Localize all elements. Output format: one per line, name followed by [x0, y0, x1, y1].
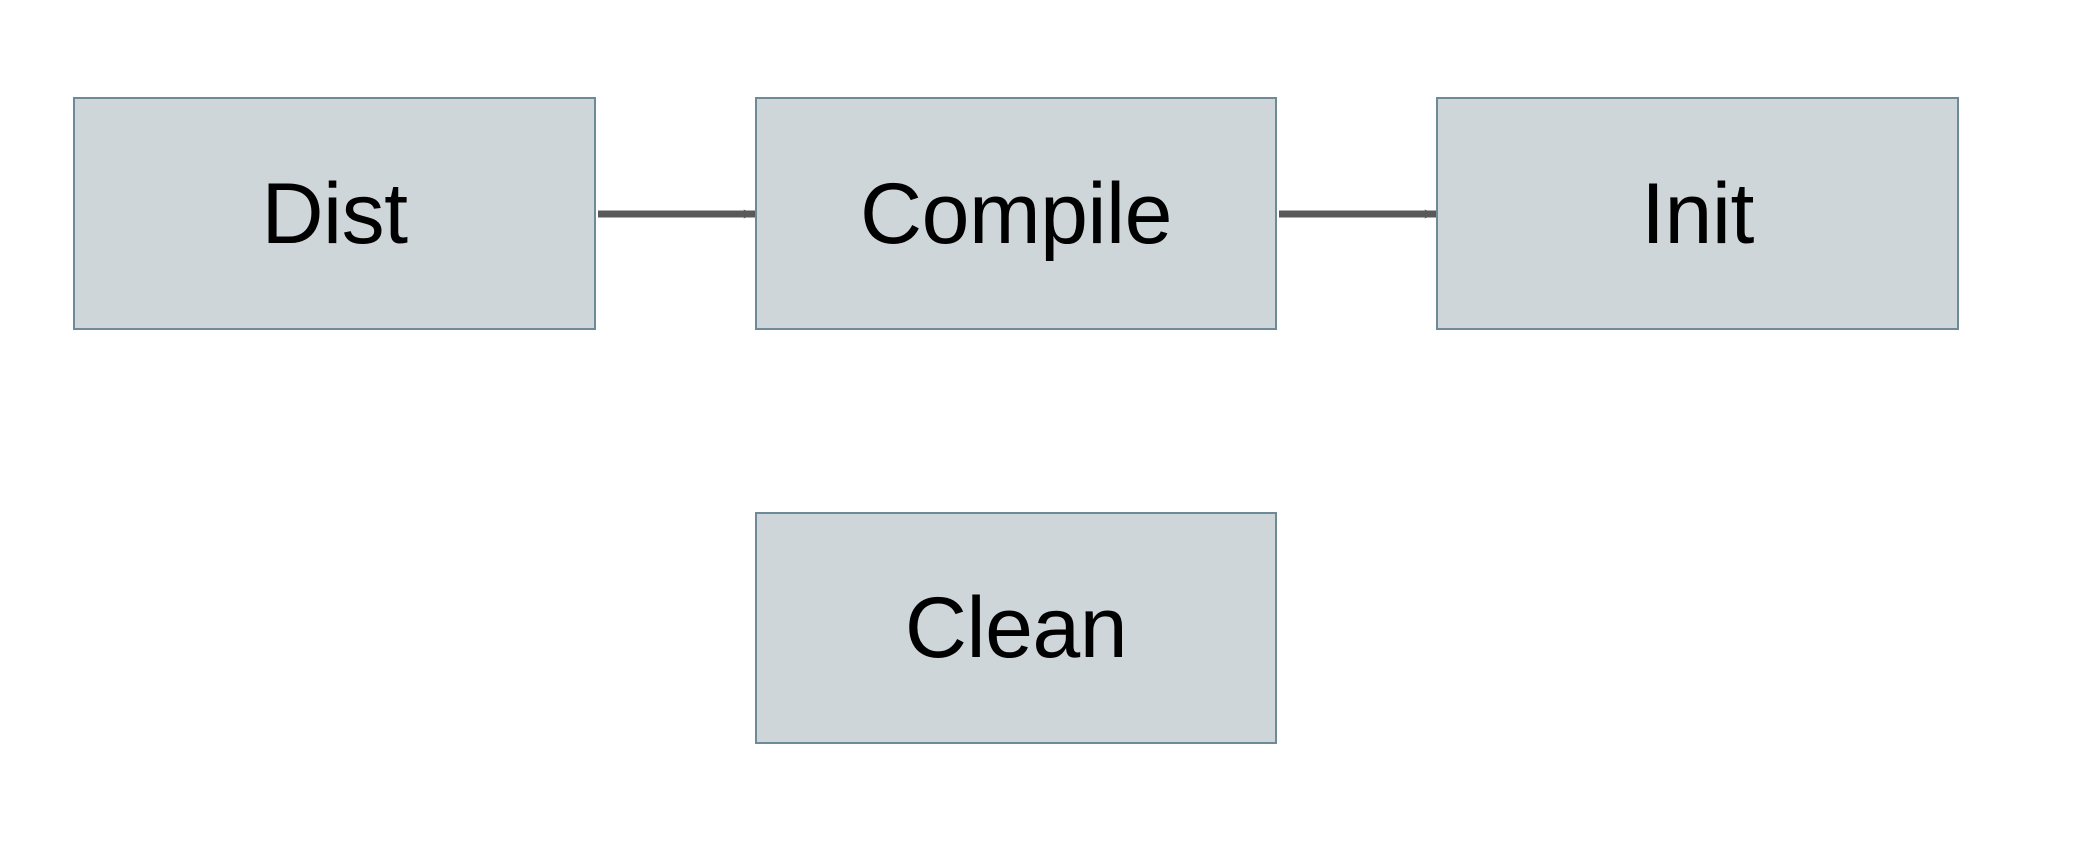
node-compile[interactable]: Compile	[755, 97, 1277, 330]
node-init-label: Init	[1641, 165, 1754, 262]
node-clean-label: Clean	[904, 580, 1128, 676]
node-dist[interactable]: Dist	[73, 97, 596, 330]
node-dist-label: Dist	[261, 165, 408, 262]
node-init[interactable]: Init	[1436, 97, 1959, 330]
node-clean[interactable]: Clean	[755, 512, 1277, 744]
node-compile-label: Compile	[860, 165, 1172, 262]
